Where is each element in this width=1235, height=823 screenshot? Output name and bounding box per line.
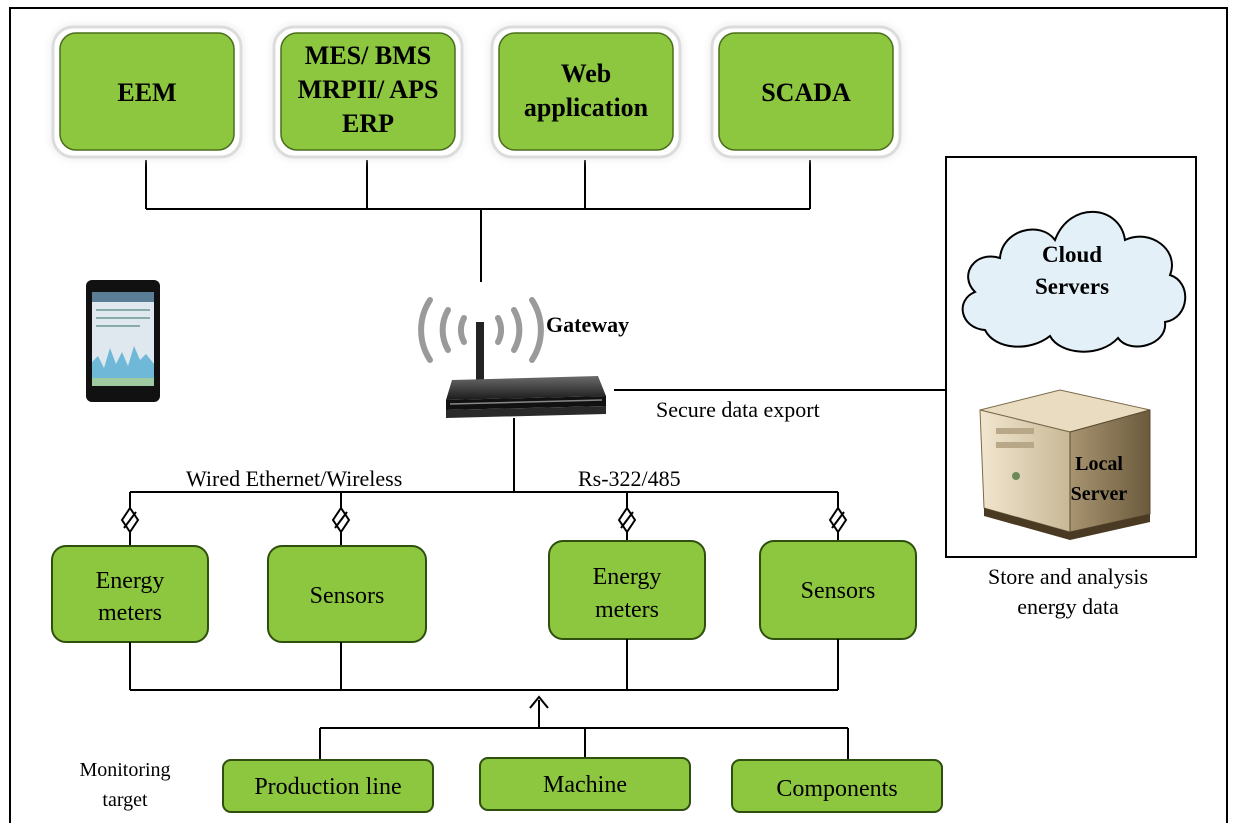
target-box-production-line: [222, 759, 434, 813]
top-box-mes: [280, 32, 456, 151]
top-box-eem: [59, 32, 235, 151]
connector-diamond-icon: [331, 506, 351, 534]
connector-diamond-icon: [120, 506, 140, 534]
device-boxes: [51, 540, 917, 643]
device-box-energy-meters-2: [548, 540, 706, 640]
local-server-line1: Local: [1075, 453, 1123, 475]
serial-network-label: Rs-322/485: [578, 466, 681, 491]
top-box-scada: [718, 32, 894, 151]
top-box-web-line2: application: [524, 93, 649, 122]
connector-diamond-icon: [617, 506, 637, 534]
device-bus-lines: [129, 418, 839, 546]
monitoring-bus-lines: [129, 639, 849, 762]
monitoring-label-line2: target: [102, 789, 148, 811]
target-components-label: Components: [776, 776, 897, 802]
top-box-mes-line1: MES/ BMS: [305, 41, 431, 70]
device-1-line1: Energy: [96, 568, 165, 594]
device-3-line1: Energy: [593, 564, 662, 590]
target-machine-label: Machine: [543, 772, 627, 798]
monitoring-label-line1: Monitoring: [79, 759, 170, 781]
cloud-label-line2: Servers: [1035, 274, 1109, 299]
device-box-sensors-1: [267, 545, 427, 643]
device-2-label: Sensors: [310, 583, 385, 609]
storage-caption-line1: Store and analysis: [988, 564, 1148, 589]
gateway-label: Gateway: [546, 312, 629, 337]
diagram-frame: [9, 7, 1228, 823]
cloud-label-line1: Cloud: [1042, 242, 1102, 267]
local-server-line2: Server: [1071, 483, 1128, 505]
device-1-line2: meters: [98, 600, 162, 626]
top-box-mes-line3: ERP: [342, 109, 394, 138]
storage-caption-line2: energy data: [1017, 594, 1119, 619]
device-4-label: Sensors: [801, 578, 876, 604]
cloud-icon: [961, 210, 1187, 353]
top-system-boxes: [51, 25, 902, 159]
up-arrow-icon: [529, 695, 549, 709]
device-3-line2: meters: [595, 597, 659, 623]
top-bus-lines: [145, 160, 811, 282]
top-box-mes-line2: MRPII/ APS: [298, 75, 439, 104]
server-tower-icon: [979, 389, 1151, 540]
top-box-web-line1: Web: [561, 59, 612, 88]
connector-diamonds: [120, 506, 848, 534]
target-box-machine: [479, 757, 691, 811]
top-box-web: [498, 32, 674, 151]
wireless-router-icon: [418, 297, 606, 418]
device-box-energy-meters-1: [51, 545, 209, 643]
target-boxes: [222, 757, 943, 813]
export-label: Secure data export: [656, 397, 820, 422]
top-box-eem-label: EEM: [117, 78, 176, 107]
target-production-line-label: Production line: [254, 774, 401, 800]
target-box-components: [731, 759, 943, 813]
wired-network-label: Wired Ethernet/Wireless: [186, 466, 402, 491]
smartphone-icon: [86, 280, 160, 402]
connector-diamond-icon: [828, 506, 848, 534]
top-box-scada-label: SCADA: [761, 78, 851, 107]
